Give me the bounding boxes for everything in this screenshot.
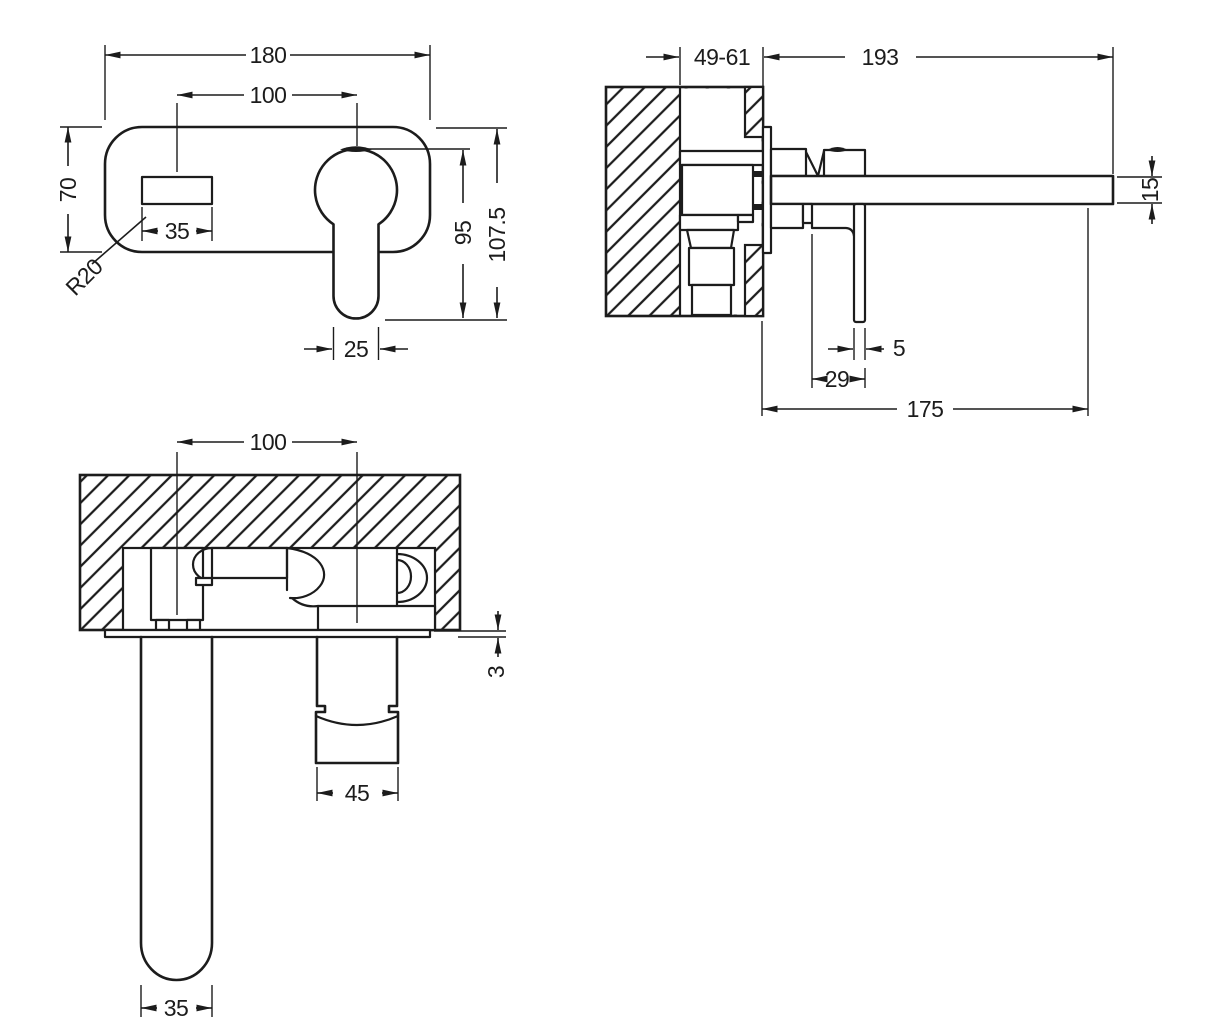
drawing-line [753, 171, 764, 177]
dim-lever-offset: 29 [811, 234, 866, 392]
dim-label-wall-depth: 49-61 [694, 44, 750, 70]
drawing-line [810, 221, 856, 238]
lever-bar [852, 202, 867, 324]
dim-handle-depth: 45 [316, 767, 399, 806]
dim-label-spout-cutout-width: 35 [165, 218, 190, 244]
drawing-line [816, 149, 826, 178]
drawing-line [316, 604, 437, 632]
drawing-line [769, 147, 808, 178]
drawing-line [804, 150, 820, 178]
dim-label-lever-thickness: 5 [893, 335, 905, 361]
dim-label-overall-height: 107.5 [484, 207, 510, 262]
dim-spout-width: 35 [140, 985, 213, 1021]
drawing-line [285, 546, 326, 600]
dim-label-handle-width: 25 [344, 336, 369, 362]
drawing-line [185, 618, 202, 632]
dim-plate-height: 70 [55, 126, 102, 253]
drawing-line [314, 635, 400, 765]
dim-label-corner-radius: R20 [60, 253, 107, 300]
spout-plan [139, 635, 214, 982]
dim-spout-projection: 193 [762, 44, 1114, 174]
dim-label-handle-depth: 45 [345, 780, 370, 806]
drawing-line [395, 552, 429, 604]
drawing-line [690, 283, 733, 317]
front-elevation-view: 180 100 70 35 R20 [55, 42, 510, 362]
dim-label-plate-height: 70 [55, 178, 81, 203]
dim-lever-thickness: 5 [828, 328, 906, 361]
dim-overall-height: 107.5 [436, 127, 510, 318]
dim-handle-width: 25 [304, 327, 408, 362]
drawing-line [395, 558, 413, 595]
dim-wall-depth: 49-61 [646, 44, 751, 85]
dim-plate-width: 180 [104, 42, 431, 120]
dim-spout-cutout-width: 35 [141, 207, 213, 244]
dim-label-hole-spacing-plan: 100 [250, 429, 287, 455]
dim-label-handle-drop: 95 [450, 221, 476, 246]
dim-hole-spacing-plan: 100 [176, 429, 358, 623]
handle-plan [314, 635, 400, 765]
drawing-line [290, 596, 320, 608]
drawing-line [194, 576, 214, 587]
dim-label-spout-thickness: 15 [1137, 178, 1163, 203]
handle-top-indicator [340, 146, 372, 152]
dim-label-plate-width: 180 [250, 42, 287, 68]
dimension-line [91, 216, 147, 265]
dim-plate-thickness: 3 [434, 611, 509, 678]
handle-keyhole [313, 147, 399, 320]
drawing-line [154, 618, 171, 632]
spout-side [769, 147, 1115, 206]
handle-top-indicator-side [827, 147, 848, 152]
plan-section-view: 100 3 45 35 [78, 429, 509, 1021]
dim-label-spout-width: 35 [164, 995, 189, 1021]
spout-cutout [140, 175, 214, 206]
drawing-line [769, 202, 805, 230]
dim-label-spout-projection: 193 [862, 44, 899, 70]
valve-body [678, 149, 765, 317]
drawing-line [210, 546, 289, 580]
drawing-line [822, 148, 867, 178]
dim-label-lever-offset: 29 [825, 366, 850, 392]
side-section-view: 49-61 193 15 5 [604, 44, 1163, 422]
dim-handle-drop: 95 [368, 148, 507, 321]
spout-bar [769, 174, 1115, 206]
dim-spout-thickness: 15 [1117, 156, 1163, 224]
wall-block-upper [743, 85, 765, 139]
drawing-line [687, 246, 736, 287]
dim-hole-spacing-front: 100 [176, 82, 358, 172]
drawing-line [685, 228, 736, 250]
drawing-line [678, 149, 765, 167]
drawing-line [680, 163, 755, 217]
dim-label-spout-reach: 175 [907, 396, 944, 422]
drawing-line [678, 213, 740, 232]
wall-block-lower [743, 243, 765, 318]
lever-side [769, 202, 867, 324]
drawing-line [736, 213, 755, 224]
plate-edge-plan [103, 628, 432, 639]
dim-spout-reach: 175 [761, 208, 1089, 422]
drawing-line [314, 714, 400, 727]
dim-label-hole-spacing-front: 100 [250, 82, 287, 108]
drawing-line [801, 202, 814, 225]
dim-label-plate-thickness: 3 [483, 666, 509, 678]
drawing-line [753, 204, 764, 210]
